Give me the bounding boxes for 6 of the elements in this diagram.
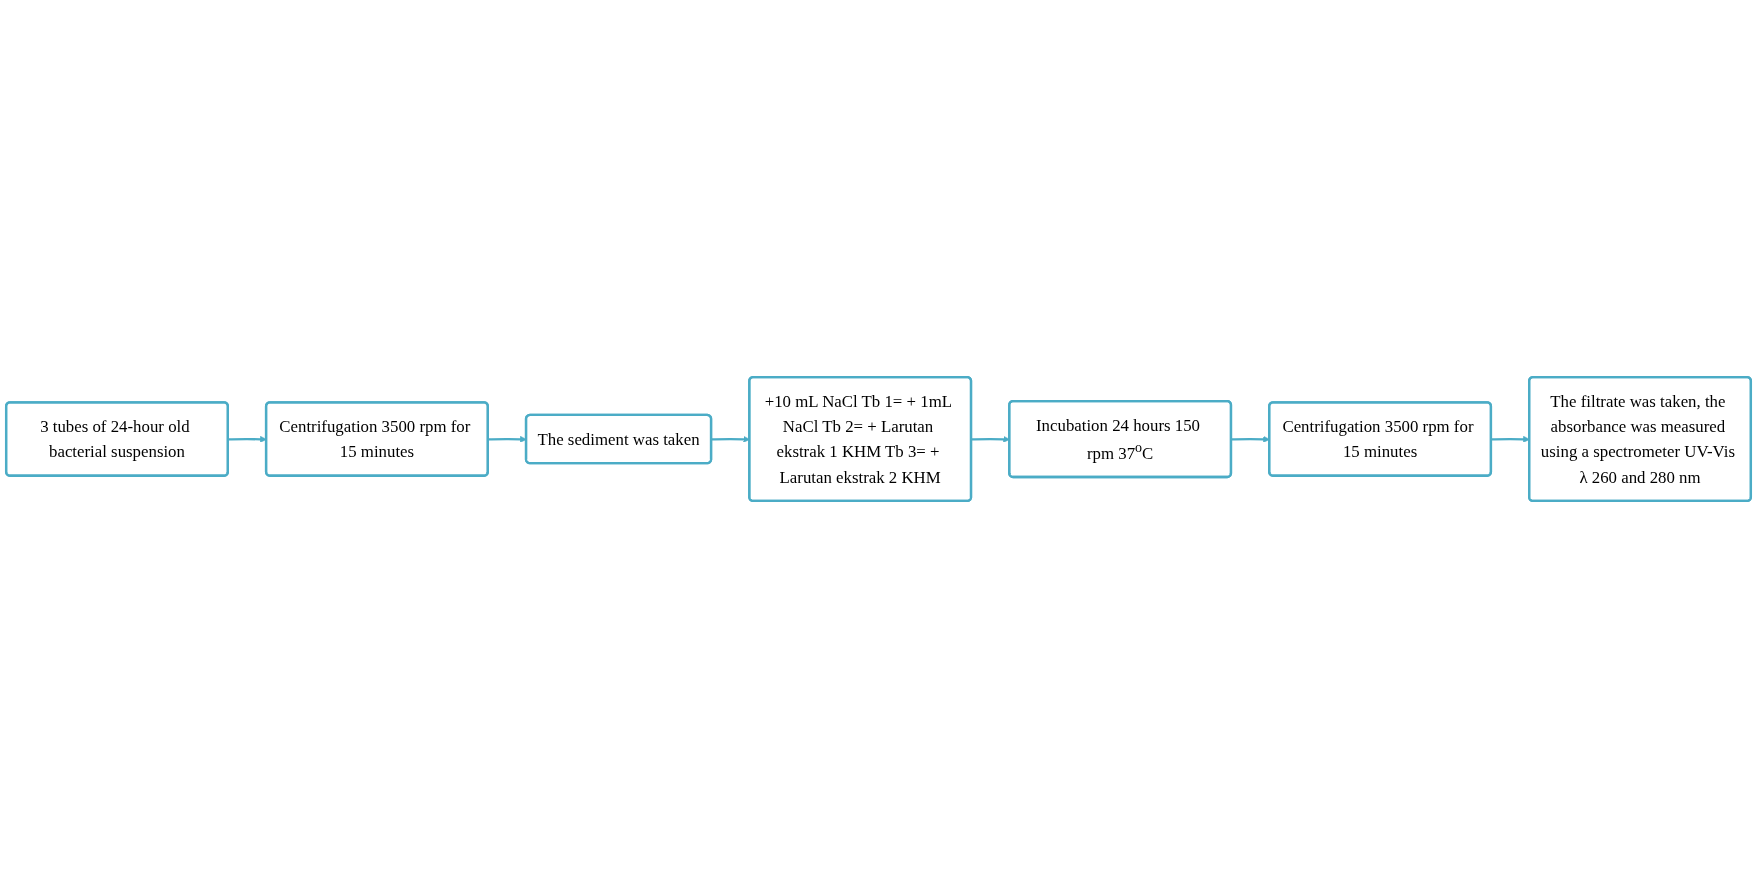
arrow xyxy=(711,436,750,444)
arrow xyxy=(1231,436,1270,444)
arrow xyxy=(488,436,527,444)
arrow xyxy=(1491,436,1530,444)
arrow xyxy=(228,436,267,444)
arrow xyxy=(971,436,1010,444)
